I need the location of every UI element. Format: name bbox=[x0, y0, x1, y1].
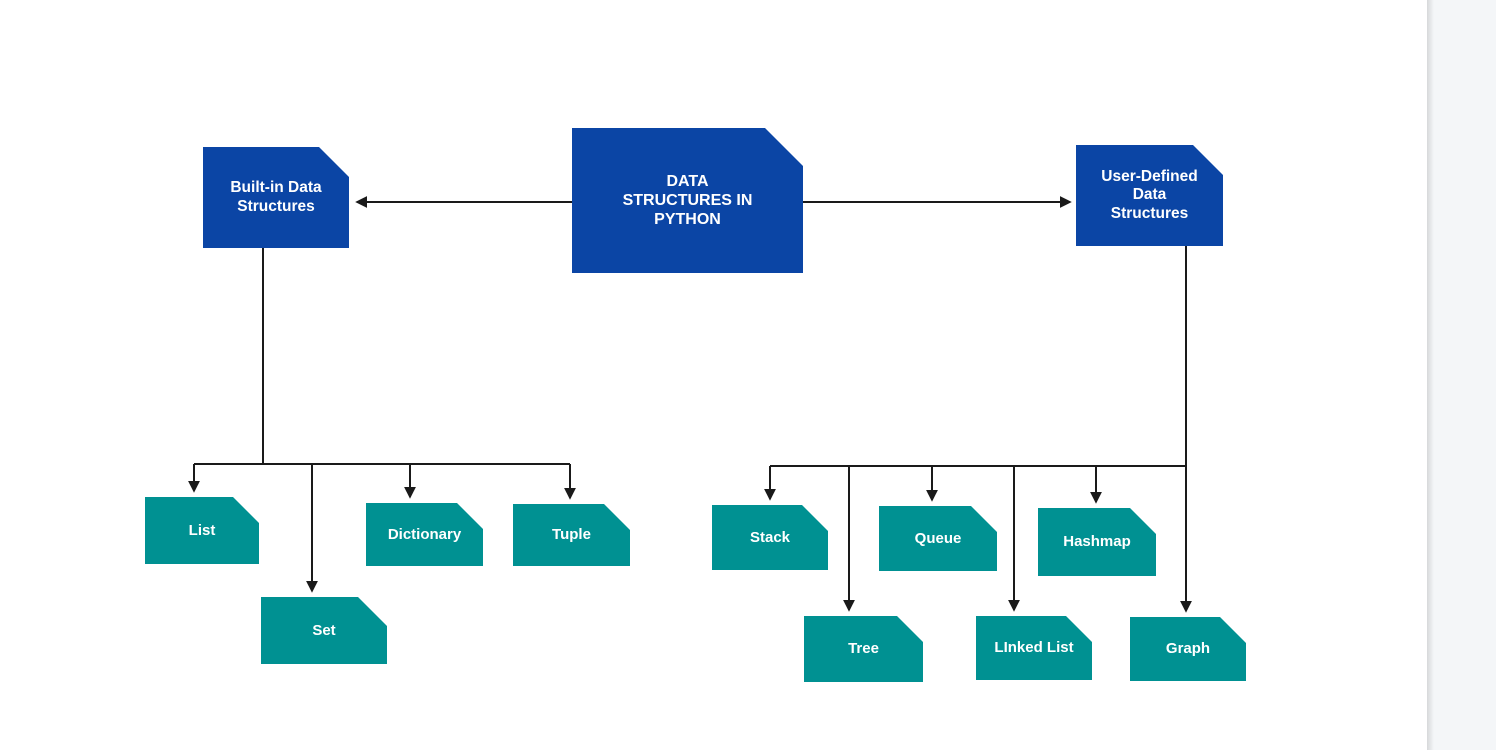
node-linked-list[interactable]: LInked List bbox=[976, 616, 1092, 680]
node-hashmap[interactable]: Hashmap bbox=[1038, 508, 1156, 576]
node-root-data-structures-in-python[interactable]: DATA STRUCTURES IN PYTHON bbox=[572, 128, 803, 273]
node-queue[interactable]: Queue bbox=[879, 506, 997, 571]
node-tuple[interactable]: Tuple bbox=[513, 504, 630, 566]
node-set[interactable]: Set bbox=[261, 597, 387, 664]
node-tree[interactable]: Tree bbox=[804, 616, 923, 682]
node-graph[interactable]: Graph bbox=[1130, 617, 1246, 681]
node-dictionary[interactable]: Dictionary bbox=[366, 503, 483, 566]
node-stack[interactable]: Stack bbox=[712, 505, 828, 570]
node-list[interactable]: List bbox=[145, 497, 259, 564]
node-built-in-data-structures[interactable]: Built-in Data Structures bbox=[203, 147, 349, 248]
right-background-panel bbox=[1427, 0, 1496, 750]
node-user-defined-data-structures[interactable]: User-Defined Data Structures bbox=[1076, 145, 1223, 246]
